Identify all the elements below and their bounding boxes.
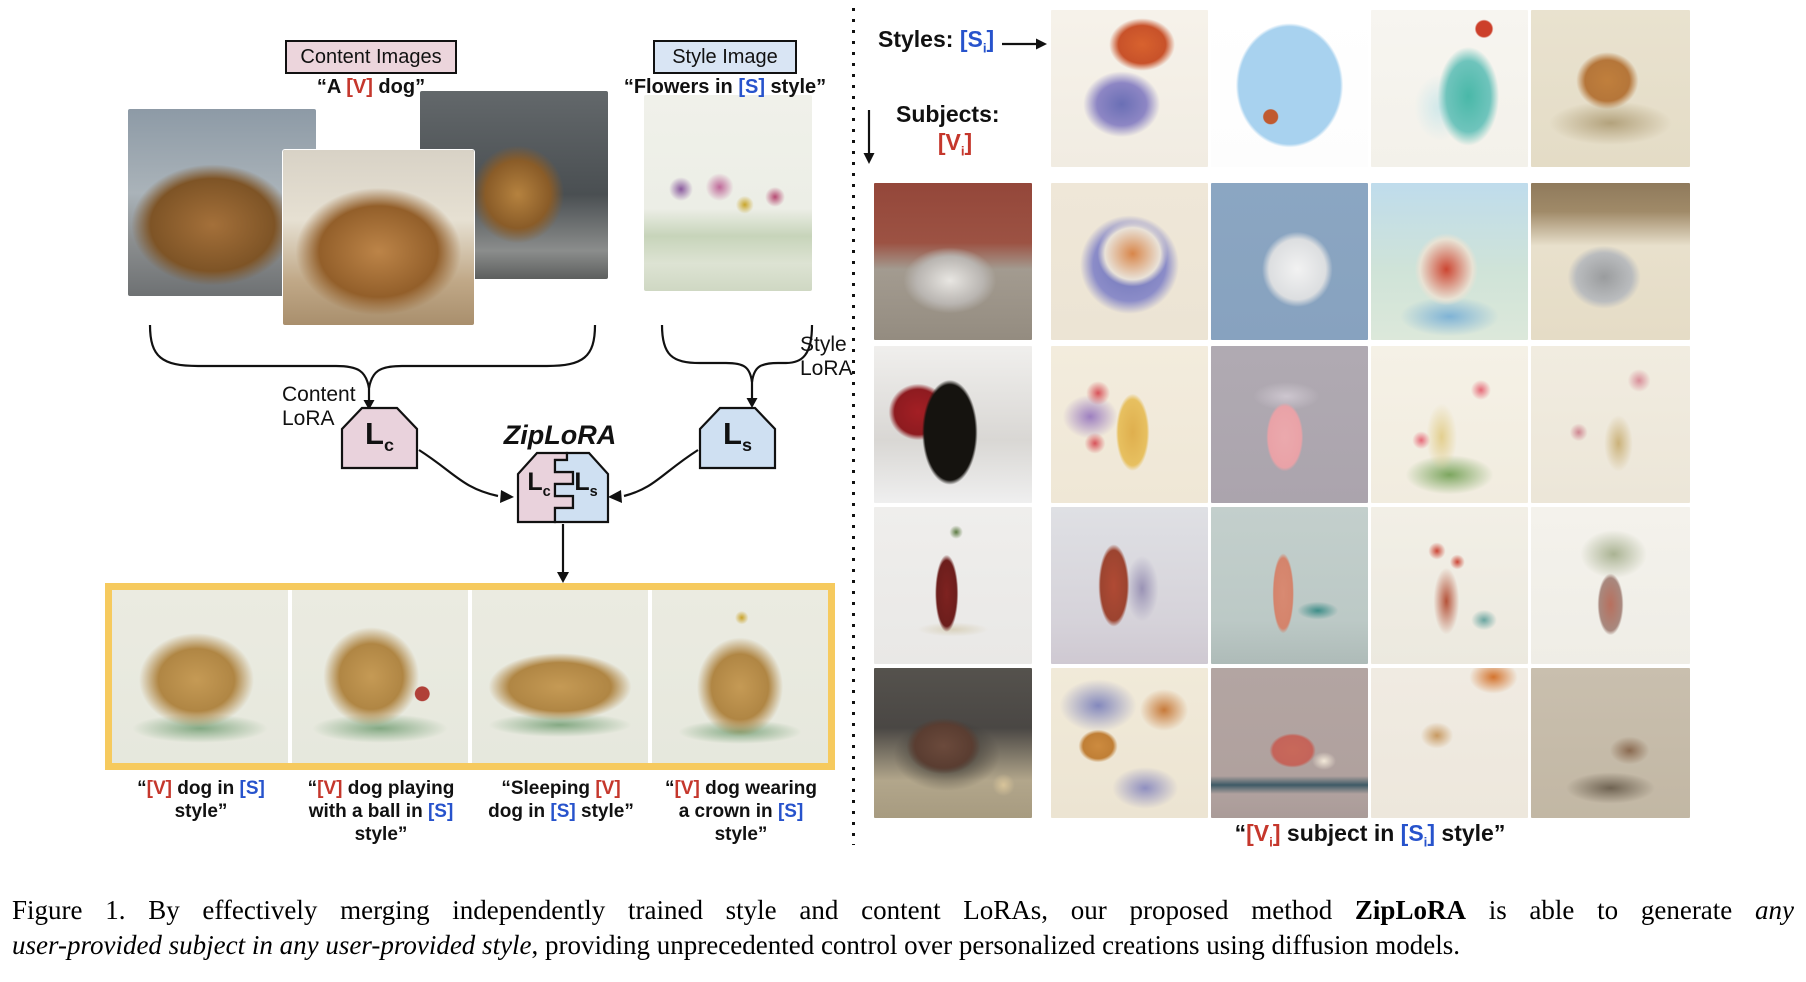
style-brace <box>660 324 814 398</box>
output-image-dog-in-style <box>112 590 288 763</box>
subject-image-clay-teapot <box>874 668 1032 818</box>
subject-image-perfume-bottle <box>874 346 1032 503</box>
style-image-anime-girl <box>1371 10 1528 167</box>
subject-image-red-vase <box>874 507 1032 664</box>
subject-image-husky-plush <box>874 183 1032 340</box>
lc-to-merged-arrowhead <box>500 490 514 503</box>
output-image-sleeping-dog <box>472 590 648 763</box>
generated-teapot-style-2 <box>1211 668 1368 818</box>
style-image-label: Style Image <box>672 45 778 68</box>
style-lora-tag-label: Ls <box>723 416 752 456</box>
style-image-vintage-fox <box>1531 10 1690 167</box>
generated-husky-style-4 <box>1531 183 1690 340</box>
generated-teapot-style-1 <box>1051 668 1208 818</box>
subjects-token: [Vi] <box>937 129 973 159</box>
generated-vase-style-3 <box>1371 507 1528 664</box>
figure-caption: Figure 1. By effectively merging indepen… <box>12 893 1794 963</box>
generated-vase-style-1 <box>1051 507 1208 664</box>
merged-ls-label: Ls <box>574 468 598 500</box>
generated-husky-style-2 <box>1211 183 1368 340</box>
generated-husky-style-1 <box>1051 183 1208 340</box>
generated-perfume-style-4 <box>1531 346 1690 503</box>
ziplora-title: ZipLoRA <box>503 420 617 450</box>
content-photo-dog-2 <box>283 150 474 325</box>
output-image-dog-with-crown <box>652 590 828 763</box>
subjects-header: Subjects: <box>896 101 1000 127</box>
style-lora-label: Style LoRA <box>800 333 853 380</box>
style-reference-image <box>644 95 812 291</box>
output-caption-1: “[V] dog in [S] style” <box>137 778 265 822</box>
generated-vase-style-4 <box>1531 507 1690 664</box>
output-caption-4: “[V] dog wearing a crown in [S] style” <box>664 778 817 845</box>
generated-husky-style-3 <box>1371 183 1528 340</box>
styles-header: Styles: [Si] <box>878 26 995 56</box>
content-lora-label: Content LoRA <box>282 383 356 430</box>
figure-caption-line-2: user-provided subject in any user-provid… <box>12 930 1461 960</box>
generated-perfume-style-1 <box>1051 346 1208 503</box>
style-image-flat-illustration <box>1211 10 1368 167</box>
content-prompt: “A [V] dog” <box>316 76 426 98</box>
output-caption-3: “Sleeping [V] dog in [S] style” <box>488 778 634 822</box>
content-images-label-box: Content Images <box>285 40 457 74</box>
grid-caption: “[Vi] subject in [Si] style” <box>1234 820 1506 850</box>
generated-vase-style-2 <box>1211 507 1368 664</box>
merged-lc-label: Lc <box>527 468 551 500</box>
content-lora-tag-label: Lc <box>365 416 394 456</box>
lc-to-merged-arrow <box>418 449 499 498</box>
subjects-arrowhead <box>863 153 875 164</box>
style-brace-arrowhead <box>746 398 758 408</box>
generated-perfume-style-3 <box>1371 346 1528 503</box>
output-image-dog-with-ball <box>292 590 468 763</box>
content-images-label: Content Images <box>300 45 442 68</box>
generated-teapot-style-4 <box>1531 668 1690 818</box>
style-image-label-box: Style Image <box>653 40 797 74</box>
style-prompt: “Flowers in [S] style” <box>623 76 827 98</box>
figure-caption-line-1: Figure 1. By effectively merging indepen… <box>12 895 1794 925</box>
ls-to-merged-arrowhead <box>608 490 622 503</box>
merged-to-output-arrowhead <box>557 572 569 583</box>
generated-perfume-style-2 <box>1211 346 1368 503</box>
generated-teapot-style-3 <box>1371 668 1528 818</box>
output-caption-2: “[V] dog playing with a ball in [S] styl… <box>307 778 455 845</box>
style-image-cat <box>1051 10 1208 167</box>
styles-arrowhead <box>1036 38 1047 50</box>
ls-to-merged-arrow <box>623 449 699 498</box>
